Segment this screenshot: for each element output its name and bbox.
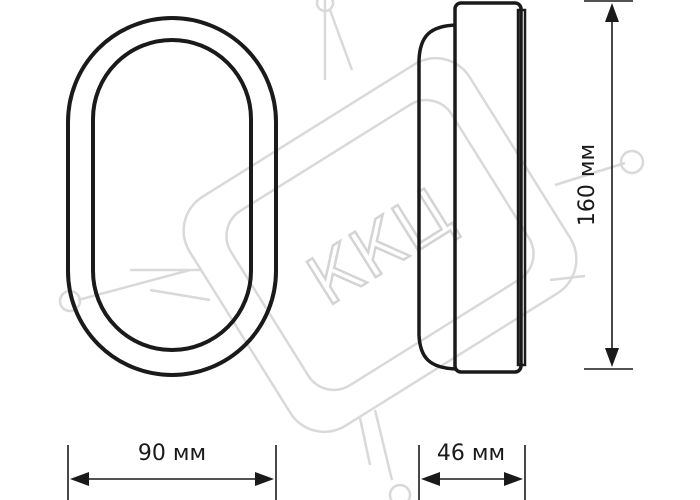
watermark-logo: ККЦ bbox=[58, 0, 645, 500]
watermark-text: ККЦ bbox=[295, 172, 469, 321]
front-outer-outline bbox=[66, 16, 278, 377]
width-arrow-right bbox=[255, 472, 274, 486]
width-dimension: 90 мм bbox=[67, 441, 277, 500]
depth-dimension: 46 мм bbox=[418, 441, 526, 500]
side-body bbox=[453, 1, 523, 374]
depth-arrow-right bbox=[504, 472, 523, 486]
width-arrow-left bbox=[70, 472, 89, 486]
width-label: 90 мм bbox=[138, 441, 206, 466]
watermark-line bbox=[373, 409, 394, 481]
front-inner-diffuser bbox=[91, 38, 253, 352]
front-view bbox=[66, 16, 278, 377]
watermark-line bbox=[549, 274, 586, 282]
watermark-line bbox=[358, 417, 372, 466]
watermark-line bbox=[149, 288, 211, 302]
watermark-circle bbox=[315, 0, 335, 13]
depth-arrow-left bbox=[421, 472, 440, 486]
side-view bbox=[417, 1, 527, 374]
watermark-inner-frame bbox=[225, 98, 535, 392]
watermark-line bbox=[328, 9, 354, 71]
height-label: 160 мм bbox=[575, 144, 600, 226]
watermark-circle bbox=[388, 483, 412, 500]
watermark-line bbox=[554, 161, 626, 187]
watermark-circle bbox=[619, 149, 645, 175]
height-dimension: 160 мм bbox=[575, 0, 633, 370]
height-arrow-top bbox=[605, 3, 619, 22]
side-mounting-plate bbox=[516, 8, 527, 367]
depth-label: 46 мм bbox=[437, 441, 505, 466]
side-diffuser-bulge bbox=[417, 23, 457, 371]
height-arrow-bottom bbox=[605, 348, 619, 367]
